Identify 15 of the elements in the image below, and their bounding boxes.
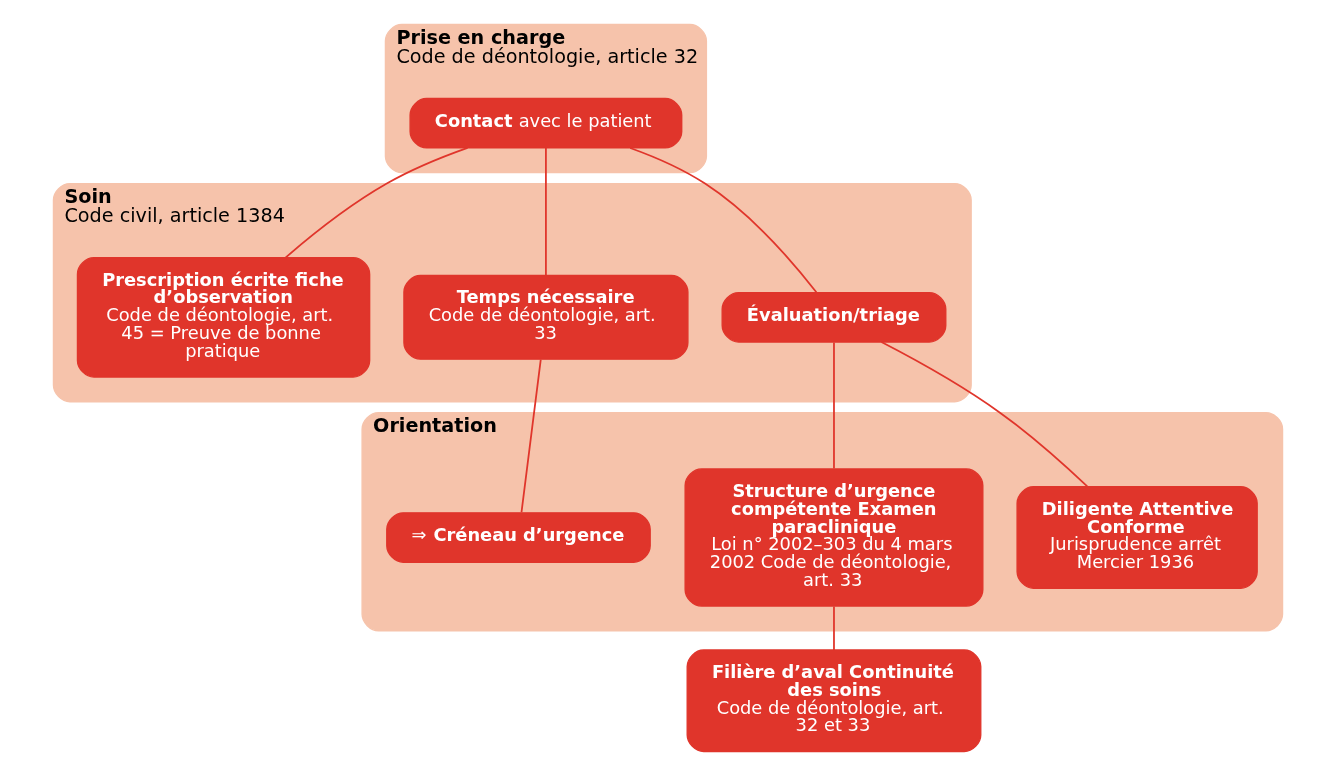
connector xyxy=(544,147,547,277)
node-box: Diligente Attentive Conforme Jurisprudence arrêt Mercier 1936 xyxy=(1015,486,1258,589)
node-box: Filière d’aval Continuité des soins Code de déontologie, art. 32 et 33 xyxy=(686,649,981,753)
connector xyxy=(880,341,1088,488)
connector xyxy=(520,358,542,514)
node-box: Prescription écrite fiche d’observation Code de déontologie, art. 45 = Preuve de bonne pratique xyxy=(76,257,370,378)
connector xyxy=(284,147,468,259)
connector xyxy=(832,341,835,470)
connector xyxy=(832,605,835,651)
node-box: Temps nécessaire Code de déontologie, art. 33 xyxy=(402,274,689,360)
connector xyxy=(628,147,817,294)
node-box: Structure d’urgence compétente Examen paraclinique Loi n° 2002–303 du 4 mars 2002 Code de déontologie, art. 33 xyxy=(683,468,983,607)
node-box: Évaluation/triage xyxy=(721,291,946,343)
node-box: ⇒ Créneau d’urgence xyxy=(385,512,651,563)
node-box: Contact avec le patient xyxy=(408,97,682,149)
